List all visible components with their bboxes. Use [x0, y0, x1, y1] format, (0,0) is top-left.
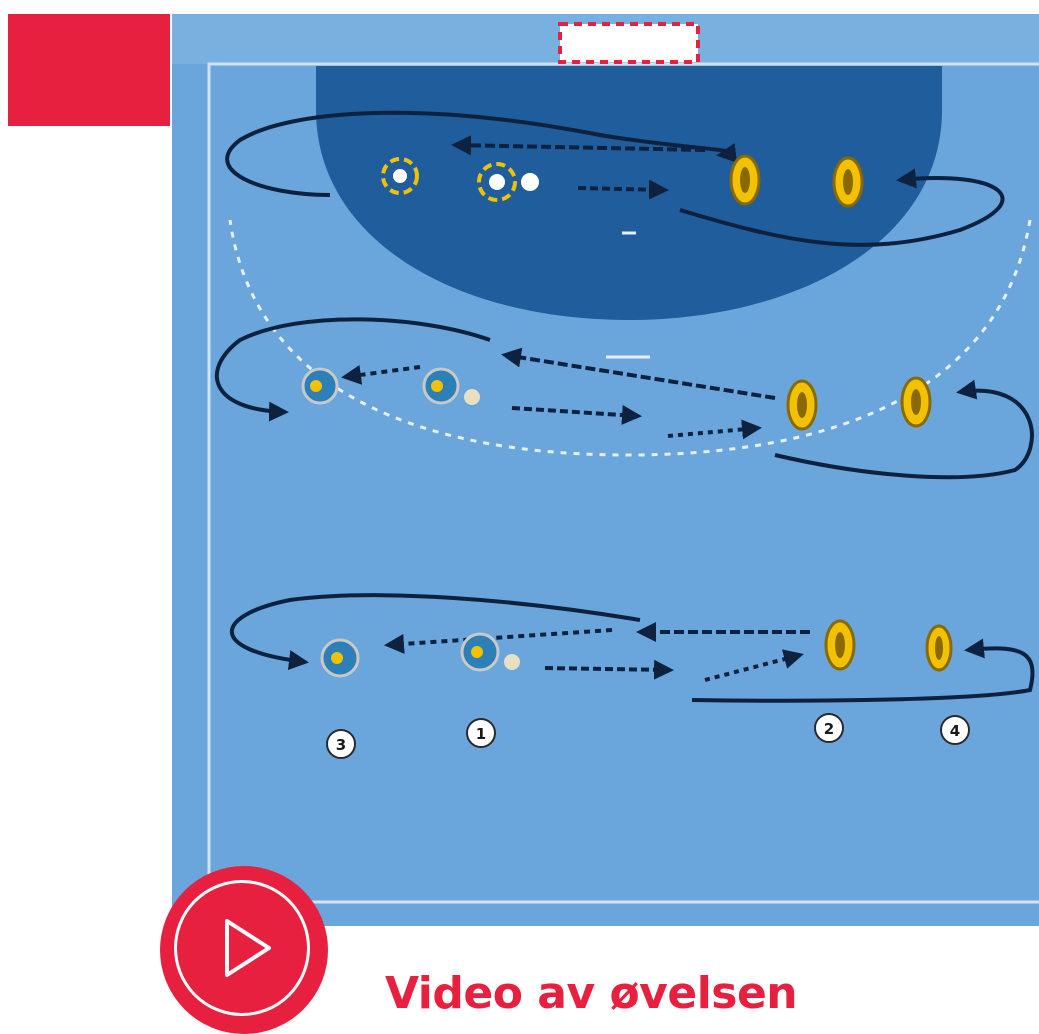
- drill-row-3: [230, 593, 1035, 703]
- attacker-player-icon: [729, 154, 761, 206]
- svg-text:3: 3: [336, 736, 346, 754]
- attacker-player-icon: [824, 619, 856, 671]
- video-link-label[interactable]: Video av øvelsen: [385, 968, 798, 1019]
- goal-area: [316, 66, 942, 320]
- svg-text:2: 2: [824, 720, 834, 738]
- goal-icon: [558, 22, 700, 64]
- free-throw-line: [228, 219, 1032, 457]
- player-number-1: 1: [466, 718, 496, 748]
- attacker-player-icon: [900, 376, 932, 428]
- player-number-3: 3: [326, 729, 356, 759]
- defender-player-icon: [460, 632, 500, 672]
- play-icon: [225, 919, 271, 977]
- defender-player-icon: [320, 638, 360, 678]
- attacker-player-icon: [925, 624, 953, 672]
- play-button-ring: [174, 880, 310, 1016]
- player-number-4: 4: [940, 715, 970, 745]
- play-video-button[interactable]: [160, 866, 328, 1034]
- accent-block: [8, 14, 170, 126]
- ball-icon: [464, 389, 480, 405]
- defender-player-icon: [477, 162, 517, 202]
- player-number-2: 2: [814, 713, 844, 743]
- attacker-player-icon: [832, 156, 864, 208]
- ball-icon: [504, 654, 520, 670]
- defender-player-icon: [381, 157, 419, 195]
- defender-player-icon: [422, 367, 460, 405]
- svg-text:1: 1: [476, 725, 486, 743]
- svg-text:4: 4: [950, 722, 960, 740]
- defender-player-icon: [301, 367, 339, 405]
- court-boundary: [207, 62, 1039, 904]
- drill-row-1: [225, 110, 1005, 247]
- attacker-player-icon: [786, 379, 818, 431]
- ball-icon: [521, 173, 539, 191]
- drill-row-2: [214, 317, 1034, 480]
